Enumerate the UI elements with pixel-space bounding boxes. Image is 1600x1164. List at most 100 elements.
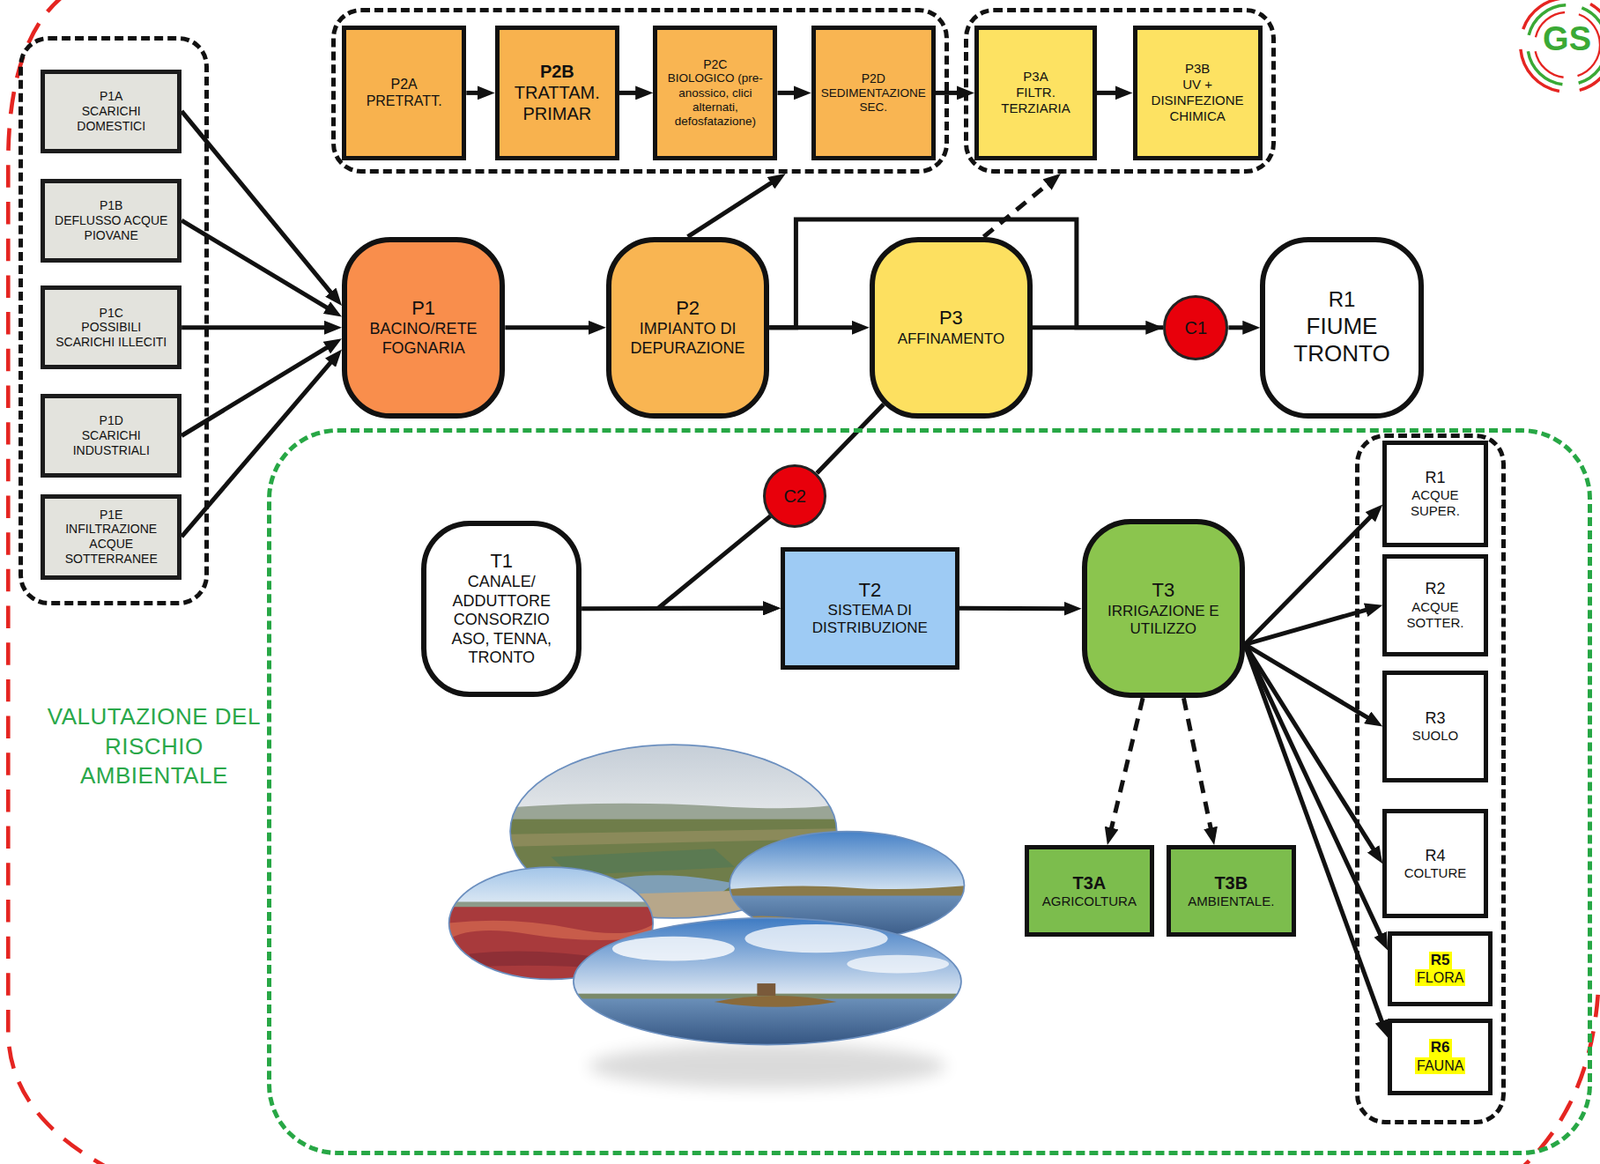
connector (181, 357, 335, 538)
control-point: C2 (762, 464, 827, 528)
receptor-box: R4COLTURE (1382, 808, 1488, 919)
node-title: P2B (503, 60, 611, 82)
node-label: IMPIANTO DI DEPURAZIONE (623, 319, 752, 358)
source-box: P1ASCARICHI DOMESTICI (40, 69, 182, 154)
node-label: SCARICHI INDUSTRIALI (50, 428, 172, 459)
photo-frame (573, 918, 962, 1045)
connector (816, 404, 884, 474)
node-label: BACINO/RETE FOGNARIA (359, 319, 488, 358)
node-title: P2A (350, 75, 458, 93)
process-box: P3AFFINAMENTO (869, 237, 1033, 419)
node-title: P2 (623, 296, 752, 320)
refining-group: P3AFILTR. TERZIARIA P3BUV + DISINFEZIONE … (963, 7, 1275, 174)
node-title: P1 (359, 296, 488, 320)
treatment-step: P2BTRATTAM. PRIMAR (495, 25, 620, 161)
treatment-step: P2CBIOLOGICO (pre-anossico, clici altern… (652, 25, 778, 161)
node-label: FIUME TRONTO (1277, 312, 1406, 368)
node-title: P2D (820, 71, 927, 87)
supply-box: T1CANALE/ ADDUTTORE CONSORZIO ASO, TENNA… (421, 520, 582, 697)
node-title: R3 (1391, 709, 1479, 729)
node-title: T2 (789, 578, 951, 602)
node-label: BIOLOGICO (pre-anossico, clici alternati… (661, 71, 769, 129)
node-title: P1E (50, 507, 172, 523)
node-label: COLTURE (1391, 865, 1479, 882)
connector (1096, 90, 1123, 96)
treatment-step: P2APRETRATT. (341, 25, 467, 161)
receptor-box: R6FAUNA (1387, 1018, 1493, 1096)
source-group: P1ASCARICHI DOMESTICI P1BDEFLUSSO ACQUE P… (18, 36, 210, 606)
source-box: P1BDEFLUSSO ACQUE PIOVANE (40, 178, 182, 263)
landscape-photo (571, 916, 965, 1051)
receptor-box: R5FLORA (1387, 931, 1493, 1007)
node-title: R1 (1391, 468, 1479, 489)
logo-text: GS (1542, 21, 1592, 59)
node-label: SUOLO (1391, 727, 1479, 744)
node-title: P1D (50, 413, 172, 429)
connector (935, 90, 964, 96)
outer-boundary (7, 0, 114, 1164)
node-title: P2C (661, 57, 769, 73)
refining-step: P3BUV + DISINFEZIONE CHIMICA (1133, 25, 1263, 161)
connector (181, 325, 332, 330)
node-label: AGRICOLTURA (1033, 893, 1146, 910)
node-title: P1B (50, 198, 172, 214)
node-label: DEFLUSSO ACQUE PIOVANE (50, 213, 172, 244)
node-title: P3A (983, 68, 1089, 85)
source-box: P1DSCARICHI INDUSTRIALI (40, 393, 182, 478)
node-label: INFILTRAZIONE ACQUE SOTTERRANEE (50, 521, 172, 566)
node-label: ACQUE SOTTER. (1391, 599, 1479, 631)
node-label: SEDIMENTAZIONE SEC. (820, 86, 927, 115)
node-title: T1 (438, 549, 564, 573)
node-title: R2 (1391, 579, 1479, 600)
process-box: P1BACINO/RETE FOGNARIA (341, 237, 505, 419)
receptor-box: R3SUOLO (1382, 670, 1488, 783)
connector (1244, 644, 1385, 1028)
node-title: R6 (1429, 1038, 1452, 1057)
refining-step: P3AFILTR. TERZIARIA (974, 25, 1097, 161)
connector (1032, 325, 1163, 330)
connector (959, 606, 1072, 612)
connector (504, 325, 596, 330)
connector (1228, 325, 1250, 330)
connector (688, 178, 778, 237)
use-type-box: T3BAMBIENTALE. (1166, 844, 1297, 937)
receptor-box: R2ACQUE SOTTER. (1382, 554, 1488, 657)
node-label: AFFINAMENTO (887, 330, 1015, 349)
treatment-step: P2DSEDIMENTAZIONE SEC. (811, 25, 936, 161)
use-box: T3IRRIGAZIONE E UTILIZZO (1081, 518, 1245, 698)
receptor-box: R1ACQUE SUPER. (1382, 440, 1488, 547)
node-label: IRRIGAZIONE E UTILIZZO (1099, 602, 1228, 639)
node-title: T3B (1175, 872, 1288, 894)
node-label: VALUTAZIONE DEL RISCHIO AMBIENTALE (45, 702, 263, 792)
node-label: C2 (765, 485, 824, 507)
connector (1110, 697, 1143, 835)
node-title: P3B (1141, 60, 1254, 77)
node-label: CANALE/ ADDUTTORE CONSORZIO ASO, TENNA, … (438, 572, 564, 668)
receptor-group: R1ACQUE SUPER.R2ACQUE SOTTER.R3SUOLOR4CO… (1355, 433, 1506, 1125)
connector (658, 516, 771, 609)
use-type-box: T3AAGRICOLTURA (1024, 844, 1155, 937)
node-title: P1C (50, 305, 172, 321)
control-point: C1 (1162, 295, 1229, 361)
connector (181, 220, 334, 312)
node-label: AMBIENTALE. (1175, 893, 1288, 910)
node-label: ACQUE SUPER. (1391, 487, 1479, 519)
connector (984, 180, 1053, 238)
connector (181, 111, 335, 298)
source-box: P1EINFILTRAZIONE ACQUE SOTTERRANEE (40, 494, 182, 580)
node-label: PRETRATT. (350, 92, 458, 110)
receptor-box: R1FIUME TRONTO (1259, 237, 1423, 419)
node-label: SISTEMA DI DISTRIBUZIONE (789, 601, 951, 638)
connector (466, 90, 484, 96)
node-label: C1 (1165, 317, 1226, 339)
connector (619, 90, 643, 96)
connector (581, 606, 771, 612)
logo-mark (1520, 0, 1600, 92)
node-title: R5 (1429, 951, 1452, 970)
connector (1244, 607, 1373, 645)
node-label: FILTR. TERZIARIA (983, 84, 1089, 117)
node-title: T3 (1099, 578, 1228, 602)
outer-boundary (1518, 994, 1598, 1164)
node-label: SCARICHI DOMESTICI (50, 103, 172, 134)
treatment-group: P2APRETRATT.P2BTRATTAM. PRIMARP2CBIOLOGI… (331, 7, 949, 174)
